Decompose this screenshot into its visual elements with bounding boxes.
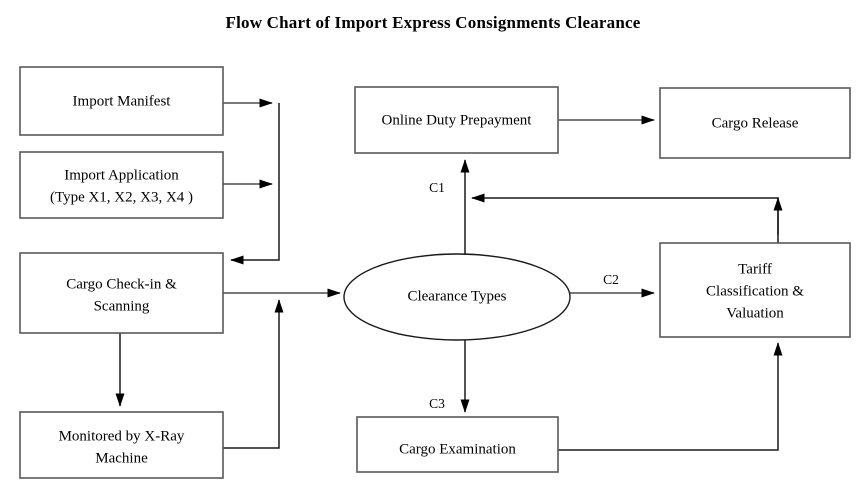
node-cargo-checkin[interactable]: Cargo Check-in & Scanning <box>19 252 224 334</box>
edge-tariff-to-c1-line <box>471 193 779 243</box>
node-tariff-label-line3: Valuation <box>726 305 784 321</box>
node-online-duty-prepayment[interactable]: Online Duty Prepayment <box>354 86 559 154</box>
page-title: Flow Chart of Import Express Consignment… <box>225 13 641 32</box>
node-cargo-examination[interactable]: Cargo Examination <box>356 416 559 473</box>
edge-label-c3: C3 <box>429 396 445 411</box>
node-tariff-label-line1: Tariff <box>738 261 772 277</box>
edge-label-c2: C2 <box>603 272 619 287</box>
node-xray-machine[interactable]: Monitored by X-Ray Machine <box>19 411 224 479</box>
edge-xray-to-clearance-line <box>223 299 284 449</box>
node-xray-machine-label-line1: Monitored by X-Ray <box>59 428 185 444</box>
node-cargo-release-label: Cargo Release <box>712 115 799 131</box>
node-cargo-examination-label: Cargo Examination <box>399 441 516 457</box>
node-xray-machine-label-line2: Machine <box>95 450 148 466</box>
node-tariff-classification[interactable]: Tariff Classification & Valuation <box>659 242 851 338</box>
node-clearance-types-label: Clearance Types <box>407 288 506 304</box>
node-online-duty-prepayment-label: Online Duty Prepayment <box>382 112 533 128</box>
node-cargo-checkin-label-line2: Scanning <box>94 298 150 314</box>
node-cargo-release[interactable]: Cargo Release <box>659 87 851 159</box>
edge-examination-to-tariff <box>558 342 783 451</box>
node-import-application-label-line1: Import Application <box>64 167 179 183</box>
node-import-manifest-label: Import Manifest <box>73 93 172 109</box>
edge-label-c1: C1 <box>429 180 445 195</box>
node-import-application[interactable]: Import Application (Type X1, X2, X3, X4 … <box>19 151 224 219</box>
edge-trunk-to-cargo-checkin <box>230 103 280 265</box>
node-tariff-label-line2: Classification & <box>706 283 804 299</box>
node-import-manifest[interactable]: Import Manifest <box>19 66 224 136</box>
node-clearance-types[interactable]: Clearance Types <box>343 253 571 341</box>
node-cargo-checkin-label-line1: Cargo Check-in & <box>66 276 177 292</box>
node-import-application-label-line2: (Type X1, X2, X3, X4 ) <box>50 189 193 205</box>
